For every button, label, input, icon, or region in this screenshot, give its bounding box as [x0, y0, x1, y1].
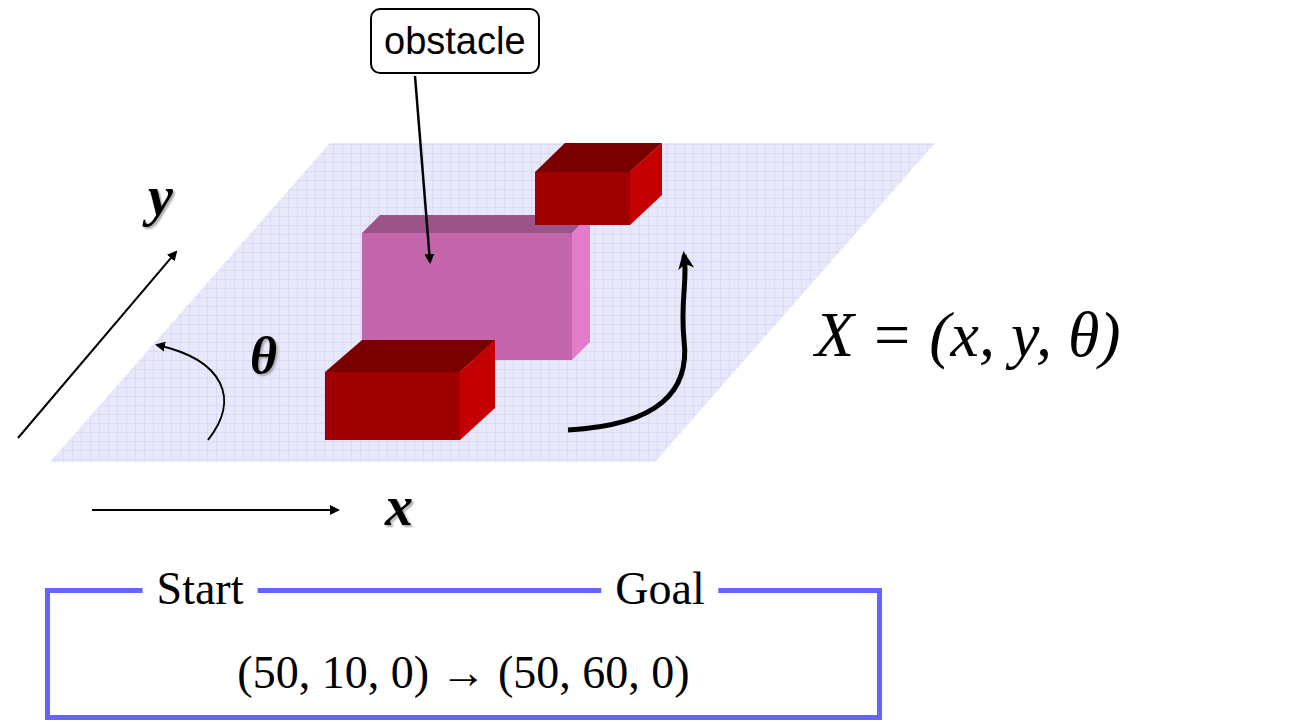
red-box-front	[325, 372, 460, 440]
red-box-side	[460, 340, 495, 440]
leader-line	[415, 76, 430, 262]
ground-plane	[50, 143, 935, 462]
obstacle-side	[572, 215, 590, 360]
callout-box: obstacle	[370, 8, 540, 74]
motion-path-arrow	[568, 255, 685, 430]
start-goal-frame: StartGoal(50, 10, 0) → (50, 60, 0)	[45, 588, 882, 720]
state-formula: X = (x, y, θ)	[815, 300, 1121, 370]
y-axis-arrow	[18, 252, 176, 438]
start-heading: Start	[143, 561, 258, 616]
red-box-front	[535, 172, 630, 225]
theta-label: θ	[250, 330, 277, 382]
callout-text: obstacle	[384, 20, 526, 63]
coordinates-text: (50, 10, 0) → (50, 60, 0)	[237, 645, 689, 700]
red-box-side	[630, 143, 662, 225]
y-axis-label: y	[148, 168, 173, 224]
x-axis-label: x	[385, 478, 413, 534]
goal-heading: Goal	[601, 561, 718, 616]
theta-arrow	[157, 345, 224, 440]
ground-grid	[50, 143, 935, 462]
x-axis-arrow	[92, 509, 338, 511]
